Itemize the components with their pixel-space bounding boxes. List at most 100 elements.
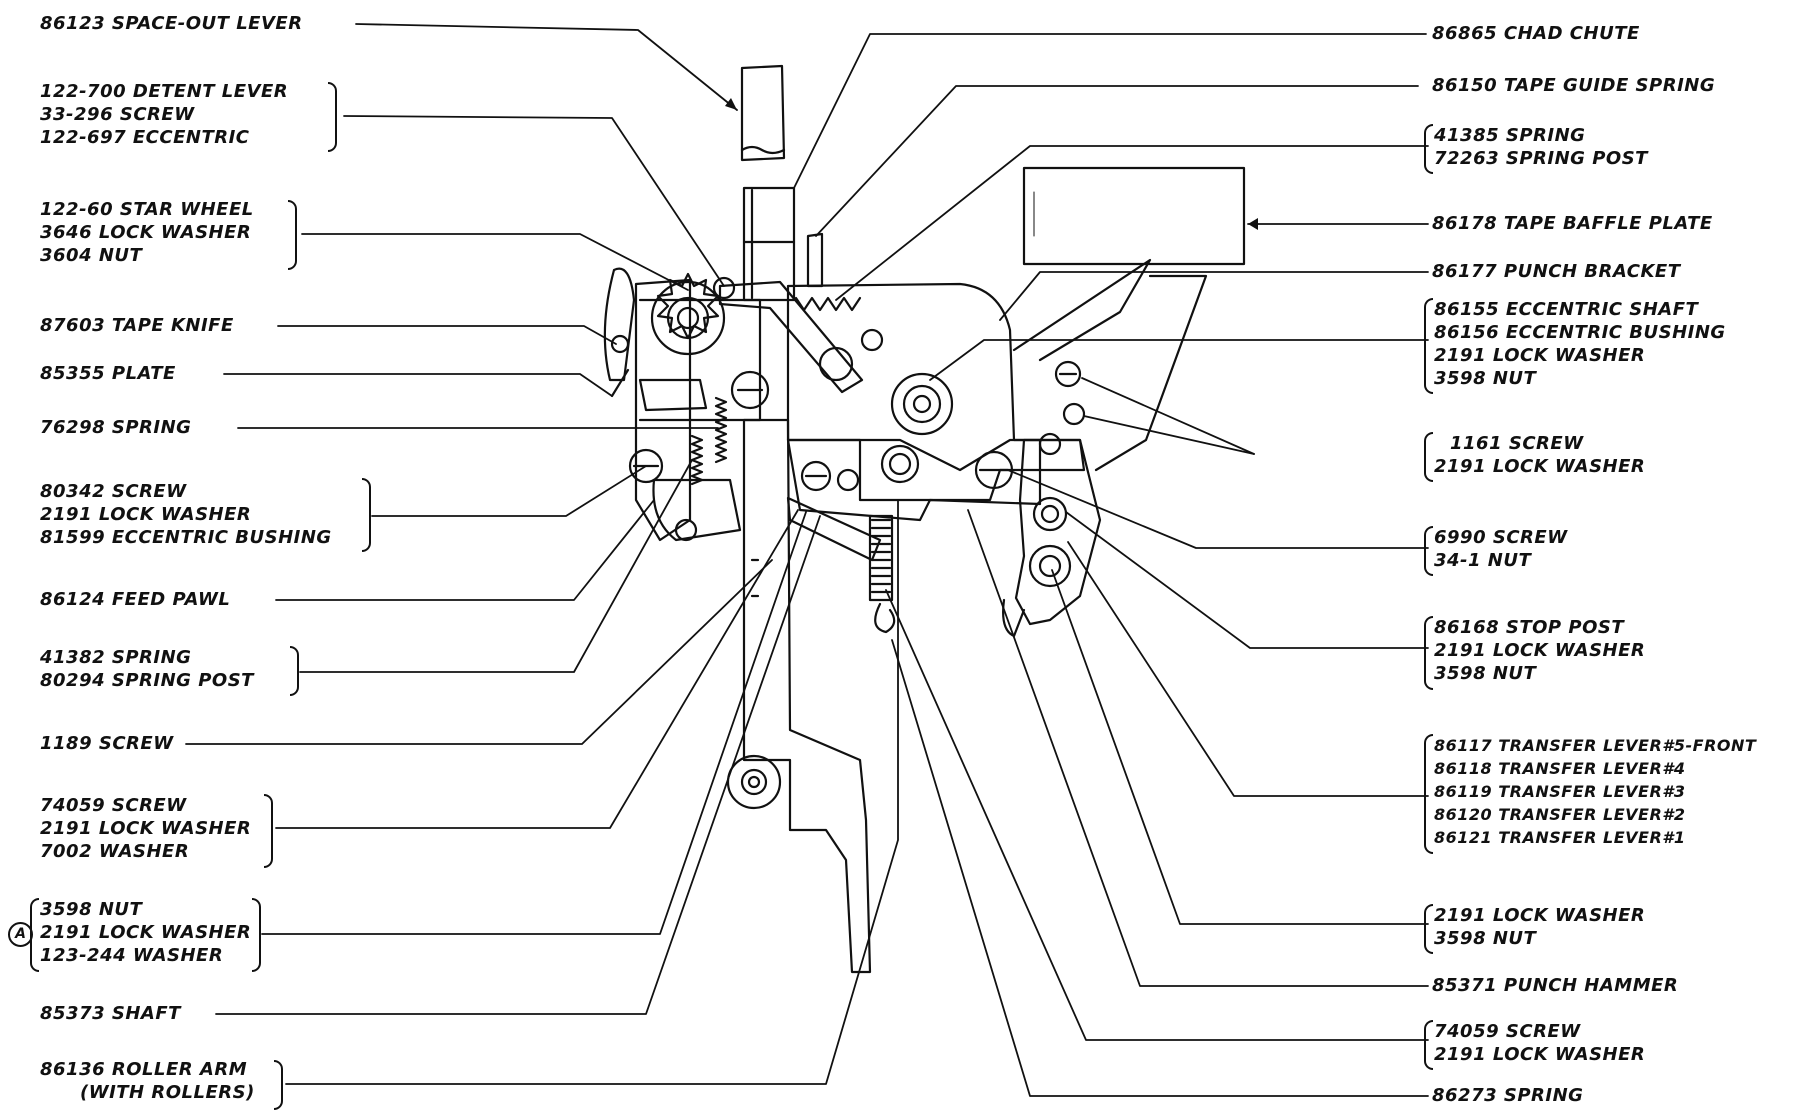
- bracket: [1424, 526, 1433, 576]
- star-wheel: [650, 272, 726, 356]
- leader-screw-1161-a: [1081, 377, 1255, 455]
- label-line: 123-244 WASHER: [40, 945, 224, 966]
- spring-41382: [690, 434, 704, 486]
- leader-roller-arm: [285, 499, 899, 1085]
- screw-6990: [974, 450, 1014, 490]
- label-nut-3598-left-group: 3598 NUT 2191 LOCK WASHER 123-244 WASHER: [40, 898, 251, 967]
- bracket: [1424, 298, 1433, 394]
- leader-punch-hammer: [967, 509, 1429, 987]
- bracket: [288, 200, 297, 270]
- label-line: 86865 CHAD CHUTE: [1432, 23, 1640, 44]
- bracket: [264, 794, 273, 868]
- label-line: 2191 LOCK WASHER: [40, 922, 252, 943]
- label-line: 86168 STOP POST: [1434, 617, 1625, 638]
- label-tape-baffle-plate: 86178 TAPE BAFFLE PLATE: [1432, 212, 1713, 235]
- label-line: 2191 LOCK WASHER: [40, 818, 252, 839]
- label-line: 2191 LOCK WASHER: [1434, 640, 1646, 661]
- label-line: 3598 NUT: [1434, 368, 1537, 389]
- bracket: [1424, 124, 1433, 174]
- label-line: 86178 TAPE BAFFLE PLATE: [1432, 213, 1713, 234]
- tape-top-piece: [740, 64, 786, 162]
- label-line: 41382 SPRING: [40, 647, 192, 668]
- leader-lock-washer-nut: [1051, 569, 1429, 925]
- bracket: [362, 478, 371, 552]
- label-line: 80342 SCREW: [40, 481, 187, 502]
- leader-screw-80342: [371, 465, 647, 517]
- label-space-out-lever: 86123 SPACE-OUT LEVER: [40, 12, 303, 35]
- bracket: [1424, 616, 1433, 690]
- punch-hammer-spring: [870, 518, 892, 594]
- label-punch-hammer: 85371 PUNCH HAMMER: [1432, 974, 1678, 997]
- label-line: 86273 SPRING: [1432, 1085, 1584, 1106]
- label-screw-1189: 1189 SCREW: [40, 732, 174, 755]
- leader-screw-6990: [1007, 469, 1429, 549]
- punch-bracket: [786, 282, 1086, 502]
- label-line: 7002 WASHER: [40, 841, 190, 862]
- leader-screw-1189: [185, 559, 773, 745]
- label-spring-41385-group: 41385 SPRING 72263 SPRING POST: [1434, 124, 1648, 170]
- leader-star-wheel: [301, 233, 689, 291]
- label-stop-post-group: 86168 STOP POST 2191 LOCK WASHER 3598 NU…: [1434, 616, 1645, 685]
- label-line: 76298 SPRING: [40, 417, 192, 438]
- label-screw-1161-group: 1161 SCREW 2191 LOCK WASHER: [1434, 432, 1645, 478]
- bracket: [1424, 734, 1433, 854]
- leader-screw-74059-left: [275, 509, 799, 829]
- label-line: 86119 TRANSFER LEVER#3: [1434, 782, 1686, 801]
- label-line: 85371 PUNCH HAMMER: [1432, 975, 1679, 996]
- label-line: 122-700 DETENT LEVER: [40, 81, 289, 102]
- label-spring-41382-group: 41382 SPRING 80294 SPRING POST: [40, 646, 254, 692]
- tape-baffle-plate: [1022, 166, 1246, 266]
- label-line: 6990 SCREW: [1434, 527, 1568, 548]
- label-punch-bracket: 86177 PUNCH BRACKET: [1432, 260, 1681, 283]
- label-line: (WITH ROLLERS): [80, 1082, 255, 1103]
- bracket: [1424, 1020, 1433, 1070]
- label-line: 41385 SPRING: [1434, 125, 1586, 146]
- label-line: 3598 NUT: [1434, 928, 1537, 949]
- bracket: [328, 82, 337, 152]
- leader-stop-post: [1065, 511, 1429, 649]
- label-line: 3598 NUT: [1434, 663, 1537, 684]
- label-line: 2191 LOCK WASHER: [1434, 456, 1646, 477]
- label-screw-74059-left-group: 74059 SCREW 2191 LOCK WASHER 7002 WASHER: [40, 794, 251, 863]
- spring-41385: [794, 296, 862, 312]
- leader-nut-3598-left: [261, 511, 807, 935]
- leader-screw-1161-b: [1083, 415, 1255, 455]
- leader-chad-chute: [793, 33, 1427, 189]
- leader-feed-pawl: [275, 499, 655, 601]
- leader-spring-41385: [835, 145, 1429, 301]
- label-line: 80294 SPRING POST: [40, 670, 254, 691]
- bracket: [30, 898, 39, 972]
- label-line: 122-697 ECCENTRIC: [40, 127, 250, 148]
- label-line: 3604 NUT: [40, 245, 143, 266]
- label-line: 2191 LOCK WASHER: [1434, 905, 1646, 926]
- bracket: [1424, 904, 1433, 954]
- leader-plate: [223, 373, 613, 397]
- label-line: 86117 TRANSFER LEVER#5-FRONT: [1434, 736, 1757, 755]
- label-tape-knife: 87603 TAPE KNIFE: [40, 314, 234, 337]
- tape-guide-spring: [806, 232, 824, 288]
- label-line: 85355 PLATE: [40, 363, 176, 384]
- label-line: 86124 FEED PAWL: [40, 589, 231, 610]
- detent-lever: [718, 280, 864, 394]
- label-line: 3646 LOCK WASHER: [40, 222, 252, 243]
- label-screw-80342-group: 80342 SCREW 2191 LOCK WASHER 81599 ECCEN…: [40, 480, 332, 549]
- label-line: 86150 TAPE GUIDE SPRING: [1432, 75, 1716, 96]
- label-line: 74059 SCREW: [1434, 1021, 1581, 1042]
- screw-1161: [1054, 360, 1082, 388]
- leader-spring-41382: [299, 459, 693, 673]
- leader-tape-knife: [277, 325, 617, 345]
- space-out-lever: [742, 418, 872, 974]
- leader-shaft: [215, 515, 821, 1015]
- label-feed-pawl: 86124 FEED PAWL: [40, 588, 230, 611]
- leader-eccentric-shaft: [929, 339, 1429, 381]
- label-lock-washer-nut-group: 2191 LOCK WASHER 3598 NUT: [1434, 904, 1645, 950]
- label-line: 81599 ECCENTRIC BUSHING: [40, 527, 332, 548]
- spring-76298: [714, 396, 728, 464]
- label-spring-76298: 76298 SPRING: [40, 416, 191, 439]
- label-screw-6990-group: 6990 SCREW 34-1 NUT: [1434, 526, 1568, 572]
- feed-pawl: [652, 478, 742, 542]
- label-star-wheel-group: 122-60 STAR WHEEL 3646 LOCK WASHER 3604 …: [40, 198, 254, 267]
- leader-punch-bracket: [999, 271, 1429, 321]
- label-transfer-levers-group: 86117 TRANSFER LEVER#5-FRONT 86118 TRANS…: [1434, 734, 1756, 849]
